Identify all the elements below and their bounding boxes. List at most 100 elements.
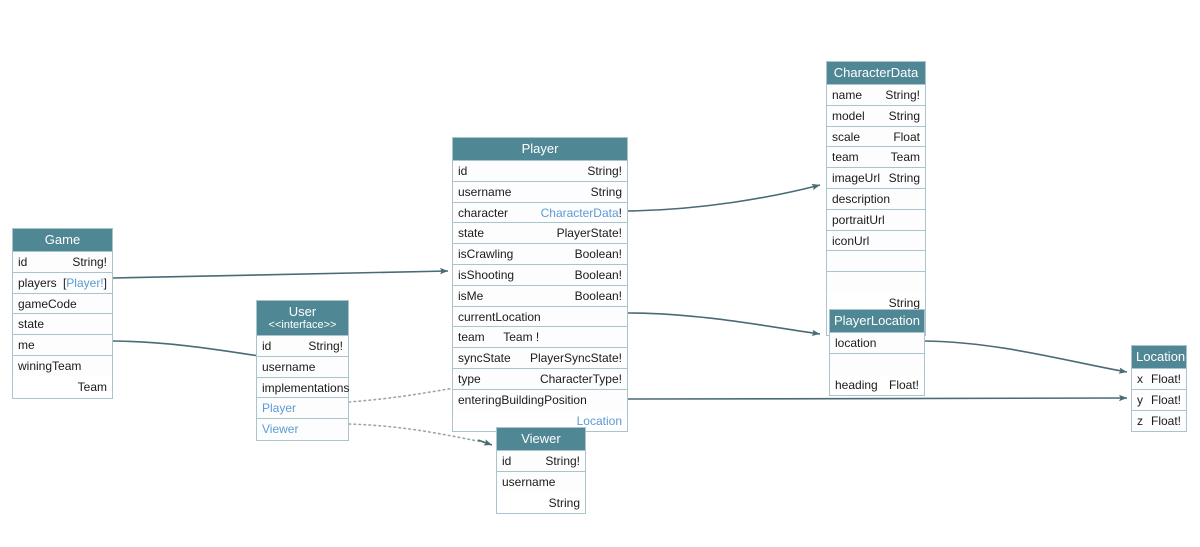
implementation-viewer[interactable]: Viewer (257, 419, 348, 440)
field-type-link[interactable]: CharacterData (540, 205, 619, 220)
field-row[interactable]: players [Player!] (13, 272, 112, 294)
field-row[interactable]: id String! (257, 336, 348, 357)
field-type-suffix: ] (103, 275, 107, 290)
field-name: username (502, 474, 556, 489)
field-row[interactable]: imageUrl String (827, 168, 925, 189)
field-row[interactable]: syncState PlayerSyncState! (453, 348, 627, 369)
field-row[interactable]: model String (827, 105, 925, 127)
entity-playerlocation-title: PlayerLocation (830, 310, 924, 333)
field-type: String (590, 184, 622, 199)
field-type: Float! (1150, 413, 1181, 428)
edge-player-currentlocation-to-playerlocation (627, 312, 821, 337)
field-row[interactable]: isCrawling Boolean! (453, 244, 627, 265)
field-type-link[interactable]: Location (576, 413, 622, 428)
field-row[interactable]: description String (827, 188, 925, 227)
field-name: id (458, 164, 468, 178)
field-row[interactable]: iconUrl String (827, 230, 925, 268)
field-row[interactable]: currentLocation PlayerLocation! (453, 306, 627, 344)
entity-location-title: Location (1132, 346, 1186, 369)
field-name: username (262, 359, 316, 374)
field-row[interactable]: name String! (827, 85, 925, 106)
field-type: Boolean! (574, 247, 622, 262)
field-type: Float! (1150, 372, 1181, 386)
edge-user-implements-viewer-head (477, 439, 493, 446)
field-row[interactable]: username String (497, 471, 585, 510)
field-row[interactable]: gameCode String! (13, 293, 112, 331)
field-type: Float (893, 129, 920, 144)
entity-game[interactable]: Game id String! players [Player!] gameCo… (12, 228, 113, 399)
entity-user-stereotype: <<interface>> (268, 319, 337, 331)
field-name: id (502, 454, 512, 468)
field-row[interactable]: id String! (13, 252, 112, 273)
field-type-link[interactable]: Player! (66, 275, 104, 290)
field-name: portraitUrl (832, 212, 885, 227)
field-name: team (832, 150, 859, 165)
edge-game-players-to-player (112, 267, 449, 279)
field-name: gameCode (18, 296, 77, 311)
field-name: y (1137, 392, 1143, 407)
field-row[interactable]: iconDeadUrl String (827, 251, 925, 310)
field-row[interactable]: team Team ! (453, 327, 627, 349)
field-row[interactable]: username String (453, 181, 627, 203)
entity-characterdata[interactable]: CharacterData name String! model String … (826, 61, 926, 336)
field-type: Team ! (503, 330, 540, 345)
entity-user[interactable]: User <<interface>> id String! username S… (256, 300, 349, 441)
field-name: players (18, 275, 57, 290)
field-name: winingTeam (18, 358, 82, 373)
field-name: isShooting (458, 267, 515, 282)
field-type: PlayerSyncState! (529, 351, 622, 366)
entity-viewer[interactable]: Viewer id String! username String (496, 427, 586, 515)
field-row[interactable]: y Float! (1132, 389, 1186, 411)
field-name: isCrawling (458, 247, 514, 262)
field-row[interactable]: team Team (827, 147, 925, 169)
field-type: Boolean! (574, 267, 622, 282)
entity-player[interactable]: Player id String! username String charac… (452, 137, 628, 433)
field-row[interactable]: state PlayerState! (453, 223, 627, 245)
field-row[interactable]: location Location! (830, 333, 924, 371)
field-name: z (1137, 413, 1143, 428)
field-type: String (888, 295, 920, 310)
field-row[interactable]: winingTeam Team (13, 355, 112, 394)
field-row[interactable]: me User (13, 335, 112, 373)
field-type: String (888, 108, 920, 123)
field-name: username (458, 184, 512, 199)
field-row[interactable]: username String (257, 356, 348, 395)
field-name: location (835, 336, 877, 350)
field-row[interactable]: id String! (497, 451, 585, 472)
field-type: String! (885, 88, 920, 102)
field-name: syncState (458, 351, 511, 366)
field-row[interactable]: scale Float (827, 126, 925, 148)
field-type: String (888, 171, 920, 186)
field-row[interactable]: id String! (453, 161, 627, 182)
edge-user-implements-player (348, 385, 467, 403)
field-type: Boolean! (574, 288, 622, 303)
entity-playerlocation[interactable]: PlayerLocation location Location! headin… (829, 309, 925, 397)
implementation-player[interactable]: Player (257, 398, 348, 420)
field-row[interactable]: type CharacterType! (453, 368, 627, 390)
field-name: state (458, 226, 485, 241)
field-row[interactable]: portraitUrl String (827, 209, 925, 248)
field-row[interactable]: isShooting Boolean! (453, 264, 627, 286)
field-type: String! (587, 164, 622, 178)
field-type-prefix: [ (62, 275, 67, 290)
field-name: state (18, 317, 45, 332)
field-type: PlayerState! (556, 226, 622, 241)
field-row[interactable]: heading Float! (830, 353, 924, 392)
field-row[interactable]: enteringBuildingPosition Location (453, 389, 627, 428)
field-row[interactable]: character CharacterData! (453, 202, 627, 224)
field-row[interactable]: z Float! (1132, 410, 1186, 432)
field-row[interactable]: state GameState! (13, 314, 112, 352)
field-row[interactable]: isMe Boolean! (453, 285, 627, 307)
field-name: id (18, 255, 28, 269)
field-name: heading (835, 377, 878, 392)
field-row[interactable]: x Float! (1132, 369, 1186, 390)
field-type: Team (77, 379, 107, 394)
implementations-label: implementations (257, 377, 349, 399)
field-type: CharacterData! (541, 203, 622, 224)
field-name: character (458, 205, 509, 220)
field-type: String! (545, 454, 580, 468)
field-row[interactable]: fixedHeight Int (827, 272, 925, 331)
entity-location[interactable]: Location x Float! y Float! z Float! (1131, 345, 1187, 433)
field-type: Float! (888, 377, 919, 392)
